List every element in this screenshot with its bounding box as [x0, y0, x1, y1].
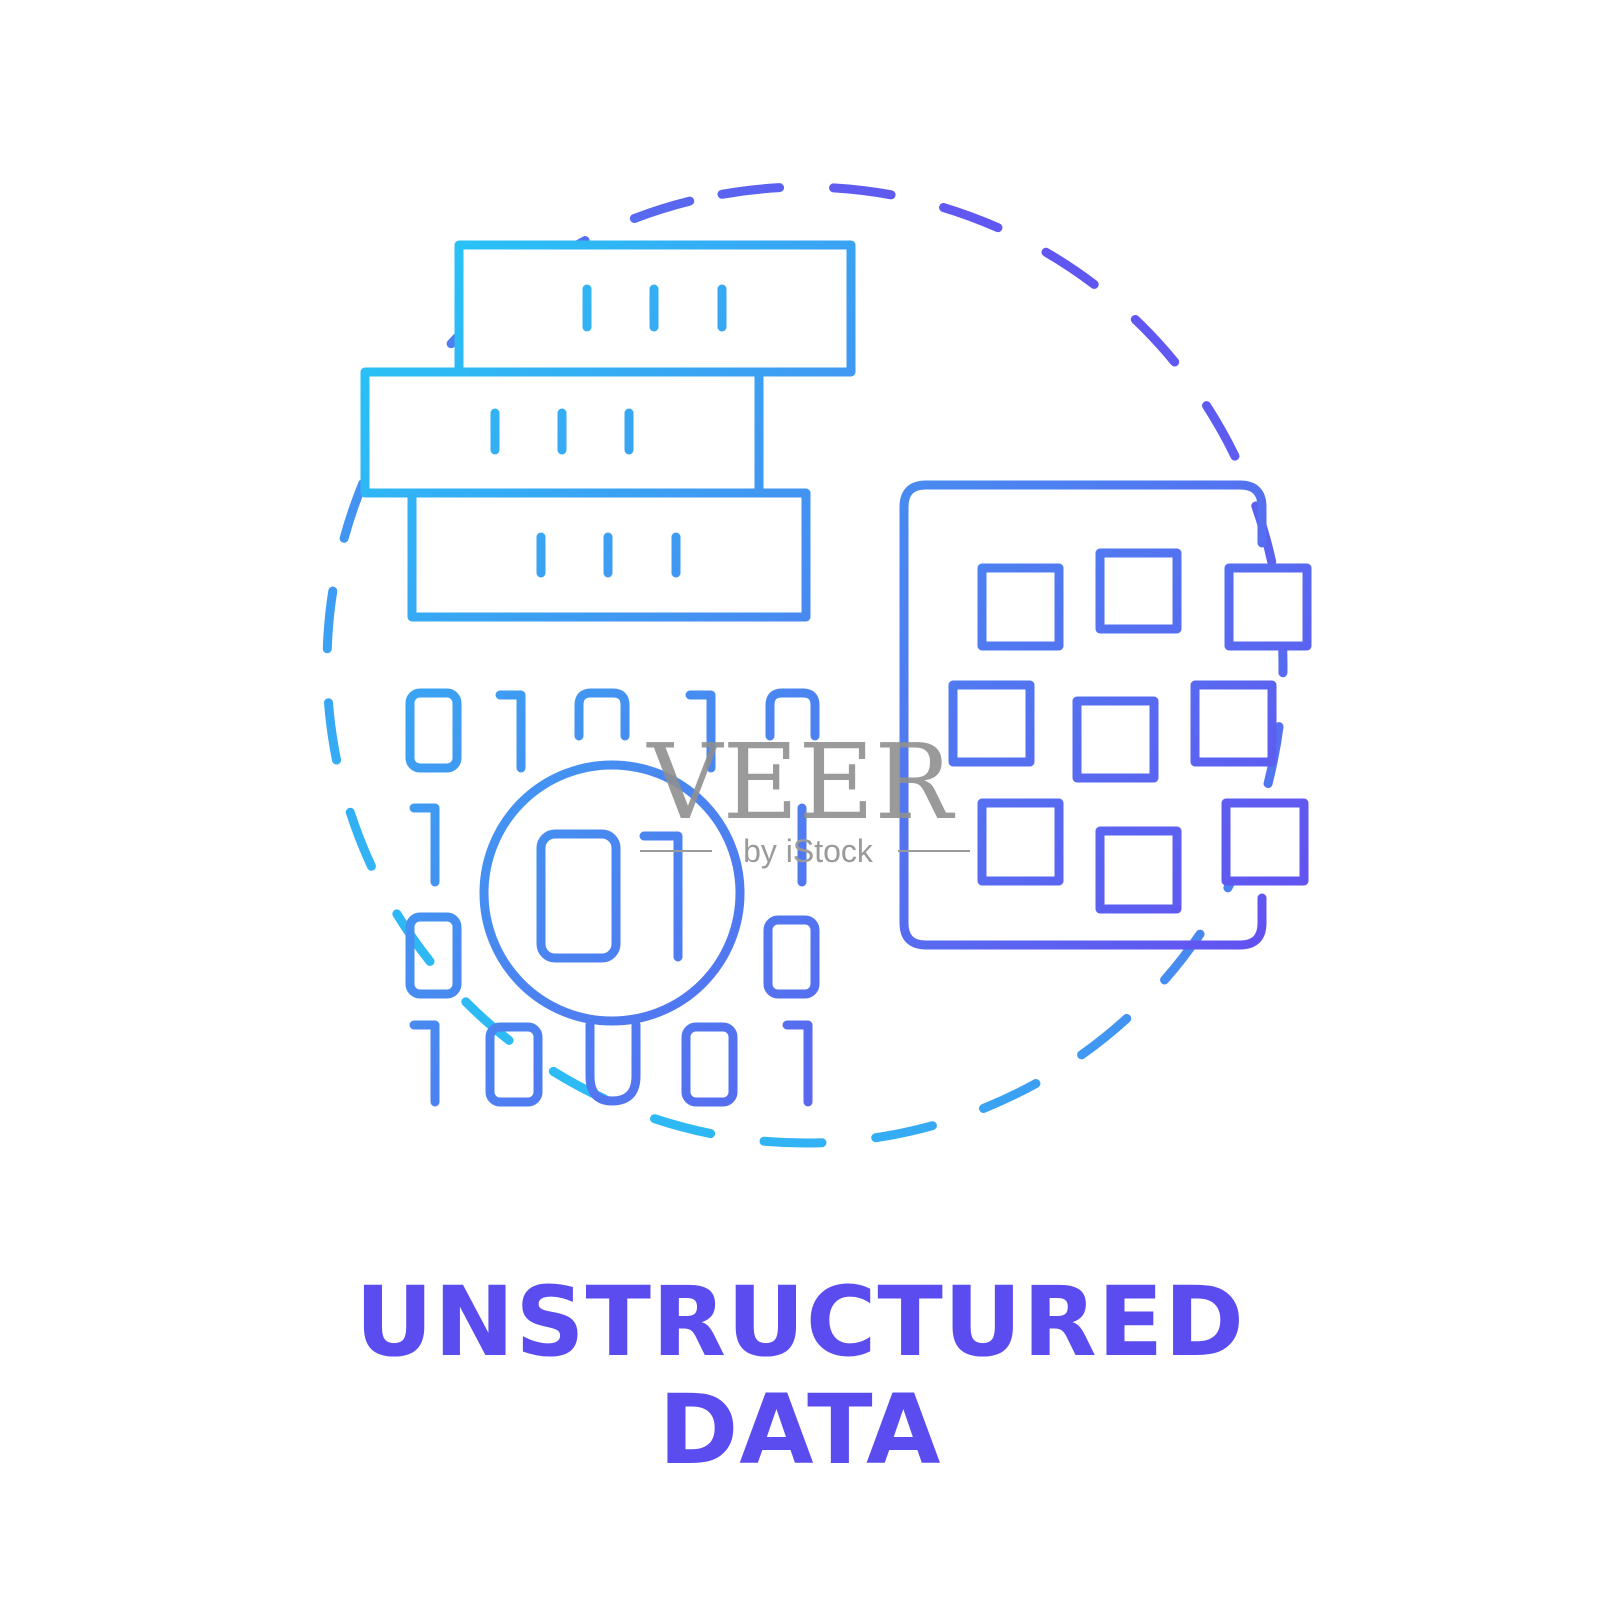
binary-code-icon — [405, 688, 820, 1107]
magnifier-circle-icon — [479, 760, 745, 1026]
caption-line-2: DATA — [658, 1374, 942, 1486]
server-stack-icon — [360, 240, 856, 622]
caption: UNSTRUCTURED DATA — [0, 1268, 1600, 1484]
caption-line-1: UNSTRUCTURED — [355, 1266, 1245, 1378]
scattered-blocks-icon — [899, 480, 1312, 950]
dashed-circle — [322, 182, 1288, 1148]
